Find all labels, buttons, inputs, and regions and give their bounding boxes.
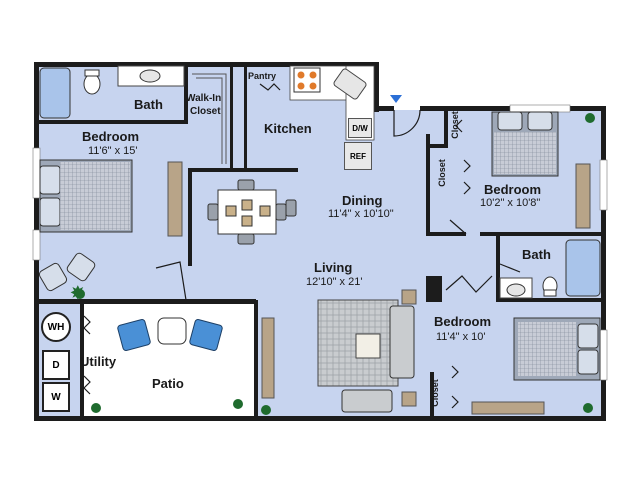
closet-label-bottom: Closet	[430, 379, 440, 407]
stove-icon	[293, 67, 321, 93]
living-furniture	[261, 289, 417, 413]
room-label-walk-in-closet-2: Closet	[190, 106, 221, 117]
bed-icon-bottom	[471, 317, 601, 415]
room-label-bath-right: Bath	[522, 247, 551, 262]
room-dim-bedroom-bottom: 11'4" x 10'	[436, 331, 486, 343]
bathtub-icon	[39, 67, 71, 119]
room-label-bedroom-bottom: Bedroom	[434, 314, 492, 329]
room-label-kitchen: Kitchen	[264, 121, 312, 136]
room-dim-bedroom-right: 10'2" x 10'8"	[480, 197, 541, 209]
toilet-icon	[542, 276, 558, 297]
refrigerator: REF	[344, 142, 372, 170]
sink-icon	[333, 68, 367, 100]
bathroom-right-fixtures	[499, 239, 601, 299]
door-swings	[155, 83, 521, 301]
dining-table-icon	[207, 179, 297, 245]
bathtub-icon	[565, 239, 601, 297]
patio-chair-icon	[117, 317, 223, 352]
room-label-dining: Dining	[342, 193, 383, 208]
bed-icon-left	[39, 159, 183, 237]
sofa-icon	[341, 305, 415, 413]
armchairs-left	[38, 252, 96, 292]
closet-label-top: Closet	[450, 111, 460, 139]
water-heater: WH	[41, 312, 71, 342]
dryer: D	[42, 350, 70, 380]
room-label-bedroom-right: Bedroom	[484, 182, 542, 197]
room-dim-dining: 11'4" x 10'10"	[328, 208, 394, 220]
walk-in-closet-shelves	[192, 73, 227, 164]
toilet-icon	[83, 69, 101, 95]
room-label-utility: Utility	[80, 354, 117, 369]
room-label-walk-in-closet-1: Walk-In	[186, 93, 222, 104]
room-label-patio: Patio	[152, 376, 184, 391]
room-dim-bedroom-left: 11'6" x 15'	[88, 145, 138, 157]
entry-arrow-icon	[390, 95, 402, 103]
plant-icon	[70, 113, 595, 415]
closet-label-mid: Closet	[437, 159, 447, 187]
dishwasher: D/W	[348, 118, 372, 138]
room-dim-living: 12'10" x 21'	[306, 276, 363, 288]
washer: W	[42, 382, 70, 412]
room-label-pantry: Pantry	[248, 71, 277, 81]
closet-door-zigzags	[83, 119, 471, 409]
room-label-bedroom-left: Bedroom	[82, 129, 140, 144]
room-label-bath-top: Bath	[134, 97, 163, 112]
room-label-living: Living	[314, 260, 353, 275]
bathroom-top-fixtures	[39, 65, 185, 119]
bed-icon-right	[491, 111, 591, 229]
